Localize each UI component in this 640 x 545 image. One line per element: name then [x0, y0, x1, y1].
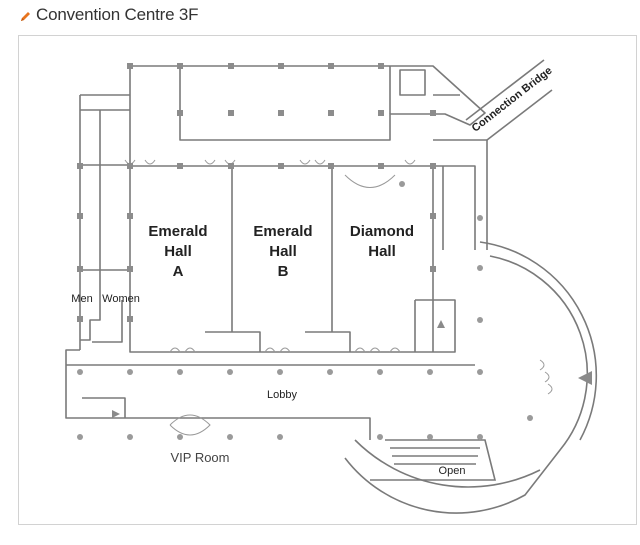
emerald-b-line-2: Hall	[269, 243, 297, 260]
stairs-arrow-icon-2	[112, 410, 120, 418]
emerald-a-line-2: Hall	[164, 243, 192, 260]
pillars	[77, 63, 436, 322]
emerald-b-line-3: B	[278, 263, 289, 280]
direction-arrow-icon	[578, 371, 592, 385]
page-header: Convention Centre 3F	[0, 0, 640, 34]
doors	[124, 159, 553, 436]
curved-wing	[344, 241, 598, 514]
lobby-pillars	[77, 181, 533, 440]
emerald-a-line-3: A	[173, 263, 184, 280]
diamond-line-1: Diamond	[350, 223, 414, 240]
emerald-a-line-1: Emerald	[148, 223, 207, 240]
stairs-arrow-icon	[437, 320, 445, 328]
men-label: Men	[71, 293, 92, 305]
vip-room-label: VIP Room	[170, 450, 229, 465]
women-label: Women	[102, 293, 140, 305]
emerald-b-line-1: Emerald	[253, 223, 312, 240]
map-frame	[18, 35, 637, 525]
connection-bridge-label: Connection Bridge	[470, 65, 555, 135]
open-label: Open	[439, 465, 466, 477]
diamond-line-2: Hall	[368, 243, 396, 260]
lobby-label: Lobby	[267, 389, 297, 401]
pencil-icon	[21, 12, 30, 21]
page-title: Convention Centre 3F	[36, 5, 199, 24]
